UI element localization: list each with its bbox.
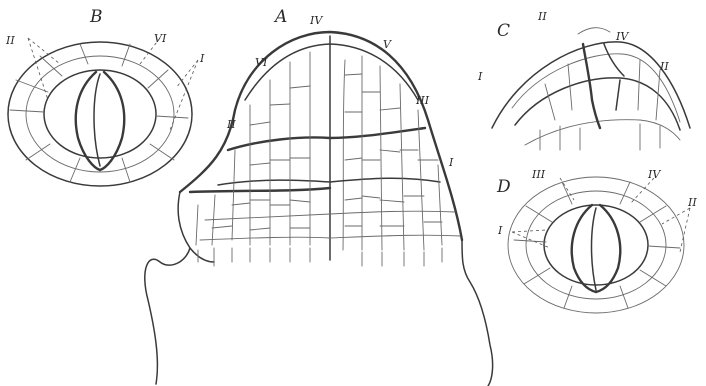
panel-a-drawing <box>145 32 493 386</box>
panel-b-drawing <box>8 38 198 186</box>
panel-a-letter: A <box>273 7 287 27</box>
panel-c-label-ii: II <box>659 60 669 73</box>
panel-a-label-i: I <box>448 156 454 169</box>
panel-a-label-iv: IV <box>309 14 323 27</box>
panel-a-label-vi: VI <box>255 56 268 69</box>
panel-a-label-v: V <box>383 38 392 51</box>
panel-d-label-ii: II <box>687 196 697 209</box>
panel-c-label-ii-top: II <box>537 10 547 23</box>
panel-b-label-ii: II <box>5 34 15 47</box>
panel-a-label-ii: II <box>226 118 236 131</box>
panel-c-label-i: I <box>477 70 483 83</box>
panel-d-letter: D <box>496 177 511 197</box>
panel-d-label-iv: IV <box>647 168 661 181</box>
panel-b-label-i: I <box>199 52 205 65</box>
panel-c-label-iv: IV <box>615 30 629 43</box>
panel-c-drawing <box>492 28 690 150</box>
panel-d-label-iii: III <box>531 168 546 181</box>
panel-d-label-i: I <box>497 224 503 237</box>
panel-b-letter: B <box>89 7 103 27</box>
panel-d-drawing <box>508 177 690 313</box>
panel-a-label-iii: III <box>415 94 430 107</box>
panel-b-label-vi: VI <box>154 32 167 45</box>
panel-c-letter: C <box>497 21 510 41</box>
